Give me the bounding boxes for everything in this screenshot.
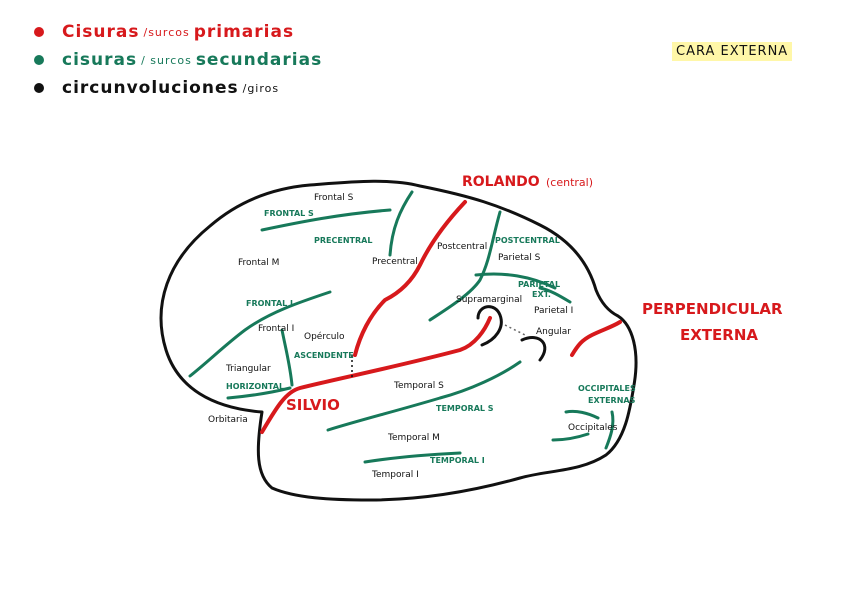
externa-label: EXTERNA — [680, 326, 758, 344]
legend-secondary-main2: secundarias — [195, 50, 323, 70]
parietal-i-gyrus-label: Parietal I — [534, 306, 573, 316]
legend-dot-green — [34, 55, 44, 65]
operculo-label: Opérculo — [304, 331, 345, 342]
frontal-m-gyrus-label: Frontal M — [238, 258, 279, 268]
parietal-ext-sulcus — [538, 286, 572, 304]
parietal-s-gyrus-label: Parietal S — [498, 253, 541, 263]
legend-gyri: circunvoluciones /giros — [34, 78, 283, 98]
view-tag: CARA EXTERNA — [672, 42, 793, 61]
supramarginal-hook — [476, 305, 503, 347]
legend-primary: Cisuras /surcos primarias — [34, 22, 294, 42]
postcentral-gyrus-label: Postcentral — [437, 242, 487, 252]
triangular-label: Triangular — [225, 364, 271, 374]
occipitales-gyrus-label: Occipitales — [568, 423, 618, 433]
temporal-m-gyrus-label: Temporal M — [387, 433, 440, 443]
postcentral-sulcus — [428, 210, 502, 322]
temporal-s-gyrus-label: Temporal S — [393, 381, 444, 391]
supramarginal-label: Supramarginal — [456, 295, 522, 305]
supramarginal-dashed-line — [504, 324, 526, 336]
legend-primary-main2: primarias — [193, 22, 295, 42]
occipitales-ext-label: OCCIPITALES — [578, 384, 636, 393]
temporal-s-sulcus — [326, 360, 522, 432]
temporal-i-sulcus-label: TEMPORAL I — [430, 456, 485, 465]
perpendicular-fissure — [570, 320, 622, 357]
precentral-sulcus — [388, 190, 414, 257]
frontal-s-sulcus-label: FRONTAL S — [264, 209, 314, 218]
horizontal-sulcus — [226, 386, 292, 400]
temporal-i-sulcus — [363, 451, 462, 464]
angular-hook — [520, 336, 547, 362]
occipital-sulcus-1 — [564, 409, 600, 420]
legend-secondary-main: cisuras — [62, 50, 138, 70]
legend-secondary-small: / surcos — [141, 53, 192, 67]
silvio-label: SILVIO — [286, 396, 340, 414]
temporal-i-gyrus-label: Temporal I — [371, 470, 419, 480]
brain-outline — [159, 179, 638, 502]
frontal-s-sulcus — [260, 208, 392, 232]
ascendente-label: ASCENDENTE — [294, 351, 354, 360]
precentral-sulcus-label: PRECENTRAL — [314, 236, 372, 245]
silvio-fissure — [260, 316, 492, 434]
ascendente-sulcus — [280, 328, 294, 387]
angular-label: Angular — [536, 327, 571, 337]
intraparietal-sulcus — [474, 272, 557, 290]
legend-primary-main: Cisuras — [62, 22, 140, 42]
occipitales-ext-label-2: EXTERNAS — [588, 396, 636, 405]
frontal-i-gyrus-label: Frontal I — [258, 324, 294, 334]
frontal-i-sulcus-label: FRONTAL I — [246, 299, 293, 308]
frontal-i-sulcus — [188, 290, 332, 378]
legend-dot-black — [34, 83, 44, 93]
temporal-s-sulcus-label: TEMPORAL S — [436, 404, 494, 413]
rolando-fissure — [353, 200, 467, 357]
rolando-label: ROLANDO — [462, 174, 540, 190]
rolando-sub-label: (central) — [546, 176, 593, 189]
precentral-gyrus-label: Precentral — [372, 257, 418, 267]
postcentral-sulcus-label: POSTCENTRAL — [495, 236, 560, 245]
frontal-s-gyrus-label: Frontal S — [314, 193, 354, 203]
legend-gyri-main: circunvoluciones — [62, 78, 239, 98]
parietal-ext-label-2: EXT. — [532, 290, 551, 299]
occipital-sulcus-3 — [604, 410, 615, 450]
parietal-ext-label: PARIETAL — [518, 280, 560, 289]
legend-dot-red — [34, 27, 44, 37]
horizontal-label: HORIZONTAL — [226, 382, 284, 391]
legend-primary-small: /surcos — [143, 25, 190, 39]
legend-gyri-small: /giros — [242, 81, 280, 95]
legend-secondary: cisuras / surcos secundarias — [34, 50, 322, 70]
perpendicular-label: PERPENDICULAR — [642, 300, 783, 318]
orbitaria-label: Orbitaria — [208, 415, 248, 425]
occipital-sulcus-2 — [551, 432, 590, 442]
